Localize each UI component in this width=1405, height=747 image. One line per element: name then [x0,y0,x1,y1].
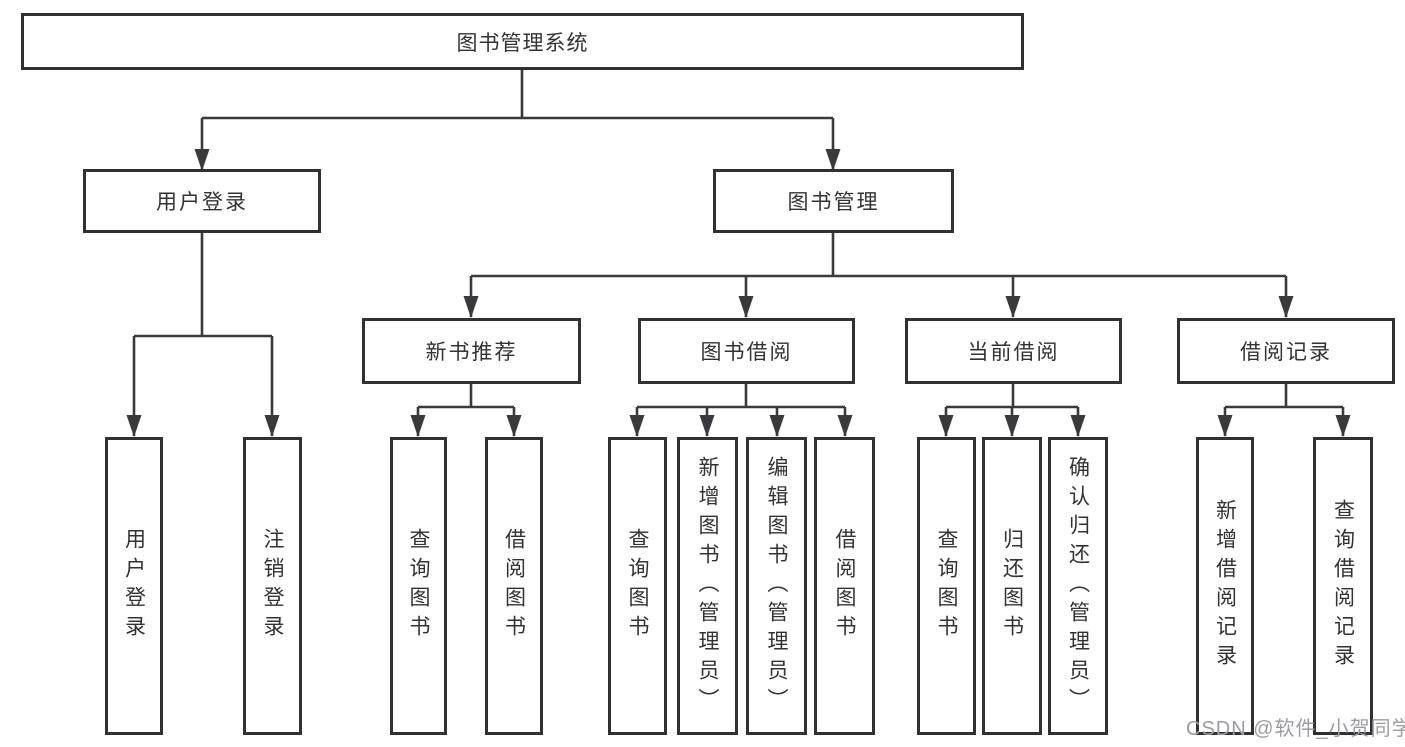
leaf-borrow-books-recommend: 借阅图书 [485,437,543,735]
leaf-return-books: 归还图书 [982,437,1042,735]
node-book-management: 图书管理 [713,169,954,233]
csdn-watermark: CSDN @软件_小贺同学 [1186,718,1405,740]
leaf-confirm-return-admin: 确认归还（管理员） [1048,437,1108,735]
leaf-edit-books-admin: 编辑图书（管理员） [746,437,807,735]
leaf-query-books-recommend: 查询图书 [390,437,447,735]
leaf-user-login: 用户登录 [105,437,163,735]
leaf-query-books-current: 查询图书 [917,437,976,735]
node-user-login: 用户登录 [83,169,321,233]
node-library-management-system: 图书管理系统 [21,13,1024,70]
leaf-query-books-borrow: 查询图书 [608,437,667,735]
leaf-borrow-books: 借阅图书 [814,437,875,735]
leaf-query-borrow-record: 查询借阅记录 [1313,437,1373,735]
leaf-add-books-admin: 新增图书（管理员） [677,437,738,735]
leaf-add-borrow-record: 新增借阅记录 [1196,437,1254,735]
leaf-logout: 注销登录 [243,437,302,735]
node-current-borrow: 当前借阅 [905,318,1122,384]
node-new-book-recommend: 新书推荐 [362,318,581,384]
node-book-borrow: 图书借阅 [638,318,855,384]
node-borrow-records: 借阅记录 [1177,318,1395,384]
